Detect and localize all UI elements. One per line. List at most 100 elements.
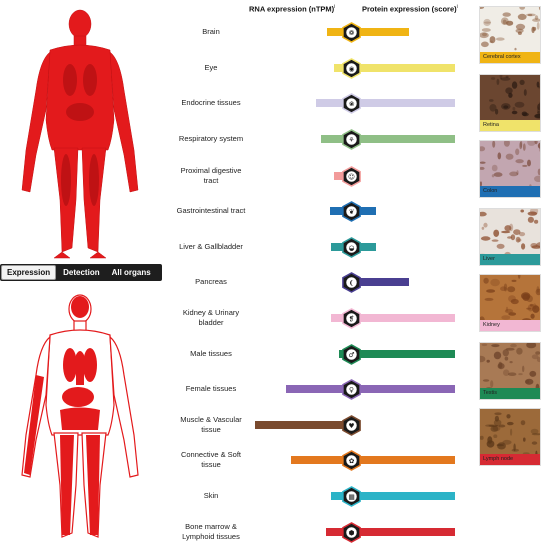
rna-expression-bar[interactable] (316, 99, 351, 107)
protein-expression-bar[interactable] (360, 456, 455, 464)
tissue-row[interactable]: Muscle & Vascular tissue ♥ (0, 410, 470, 440)
tissue-thumbnail[interactable]: Testis (479, 342, 541, 400)
rna-expression-bar[interactable] (255, 421, 351, 429)
tissue-stain-image (480, 141, 540, 189)
tissue-label[interactable]: Pancreas (195, 277, 227, 286)
svg-text:❀: ❀ (349, 100, 355, 108)
thumbnail-label: Testis (480, 388, 540, 399)
svg-text:❁: ❁ (349, 29, 355, 37)
pancreas-icon: ❨ (342, 272, 361, 293)
protein-expression-bar[interactable] (360, 28, 409, 36)
tissue-row[interactable]: Respiratory system⚘ (0, 124, 470, 154)
rna-expression-bar[interactable] (327, 28, 351, 36)
tissue-row[interactable]: Eye ◉ (0, 53, 470, 83)
protein-expression-bar[interactable] (360, 314, 455, 322)
tissue-row[interactable]: Gastrointestinal tract ❦ (0, 196, 470, 226)
svg-text:✿: ✿ (349, 457, 355, 465)
protein-expression-header: Protein expression (score)i (362, 4, 458, 14)
view-tabs: Expression Detection All organs (0, 264, 162, 281)
svg-text:▦: ▦ (348, 493, 354, 501)
tissue-row[interactable]: Female tissues ♀ (0, 374, 470, 404)
male-organ-icon: ♂ (342, 344, 361, 365)
tissue-row[interactable]: Brain ❁ (0, 17, 470, 47)
rna-expression-bar[interactable] (326, 528, 351, 536)
tab-all-organs[interactable]: All organs (111, 268, 151, 277)
svg-text:❡: ❡ (349, 315, 355, 323)
tissue-row[interactable]: Liver & Gallbladder ◒ (0, 232, 470, 262)
tissue-thumbnail[interactable]: Retina (479, 74, 541, 132)
protein-expression-bar[interactable] (360, 278, 409, 286)
tissue-row[interactable]: Skin ▦ (0, 481, 470, 511)
rna-expression-bar[interactable] (291, 456, 351, 464)
rna-expression-bar[interactable] (330, 207, 351, 215)
tissue-stain-image (489, 75, 540, 119)
rna-expression-bar[interactable] (331, 314, 351, 322)
rna-expression-header: RNA expression (nTPM)i (249, 4, 336, 14)
tissue-thumbnail[interactable]: Kidney (479, 274, 541, 332)
tissue-label[interactable]: Proximal digestive tract (180, 166, 242, 185)
svg-text:❦: ❦ (349, 208, 355, 216)
tissue-stain-image (480, 209, 540, 259)
tab-detection[interactable]: Detection (63, 268, 100, 277)
tissue-label[interactable]: Gastrointestinal tract (176, 206, 246, 215)
tissue-row[interactable]: Proximal digestive tract ☺ (0, 161, 470, 191)
tissue-label[interactable]: Eye (204, 63, 218, 72)
tissue-label[interactable]: Liver & Gallbladder (179, 242, 243, 251)
tissue-thumbnail[interactable]: Lymph node (479, 408, 541, 466)
uterus-icon: ♀ (342, 379, 361, 400)
tissue-label[interactable]: Skin (203, 491, 219, 500)
tissue-thumbnail[interactable]: Cerebral cortex (479, 6, 541, 64)
protein-expression-bar[interactable] (360, 243, 376, 251)
tissue-label[interactable]: Male tissues (190, 349, 232, 358)
protein-expression-bar[interactable] (360, 207, 376, 215)
tissue-row[interactable]: Male tissues ♂ (0, 339, 470, 369)
tissue-row[interactable]: Pancreas ❨ (0, 267, 470, 297)
rna-expression-bar[interactable] (331, 492, 351, 500)
protein-expression-bar[interactable] (360, 385, 455, 393)
rna-expression-bar[interactable] (331, 243, 351, 251)
thumbnail-label: Retina (480, 120, 540, 131)
tissue-label[interactable]: Brain (202, 27, 220, 36)
tissue-label[interactable]: Muscle & Vascular tissue (180, 415, 242, 434)
tissue-stain-image (480, 412, 540, 458)
tissue-thumbnail[interactable]: Liver (479, 208, 541, 266)
liver-icon: ◒ (342, 237, 361, 258)
tissue-thumbnail[interactable]: Colon (479, 140, 541, 198)
tissue-row[interactable]: Endocrine tissues ❀ (0, 88, 470, 118)
tissue-row[interactable]: Bone marrow & Lymphoid tissues ⬢ (0, 517, 470, 547)
svg-text:◒: ◒ (349, 244, 355, 252)
tissue-label[interactable]: Endocrine tissues (181, 98, 241, 107)
fat-cell-icon: ✿ (342, 450, 361, 471)
svg-text:⬢: ⬢ (349, 529, 355, 537)
heart-icon: ♥ (342, 415, 361, 436)
tissue-stain-image (480, 275, 540, 324)
thumbnail-label: Colon (480, 186, 540, 197)
protein-expression-bar[interactable] (360, 135, 455, 143)
tissue-label[interactable]: Female tissues (185, 384, 237, 393)
protein-expression-bar[interactable] (360, 64, 455, 72)
protein-info-icon[interactable]: i (456, 4, 458, 10)
tab-expression[interactable]: Expression (1, 265, 57, 280)
thumbnail-label: Kidney (480, 320, 540, 331)
svg-text:❨: ❨ (349, 279, 355, 287)
tissue-label[interactable]: Bone marrow & Lymphoid tissues (182, 522, 240, 541)
tissue-label[interactable]: Kidney & Urinary bladder (182, 308, 240, 327)
protein-expression-bar[interactable] (360, 492, 455, 500)
tissue-row[interactable]: Kidney & Urinary bladder ❡ (0, 303, 470, 333)
thumbnail-label: Lymph node (480, 454, 540, 465)
thumbnail-label: Cerebral cortex (480, 52, 540, 63)
protein-expression-bar[interactable] (360, 99, 455, 107)
svg-text:◉: ◉ (349, 65, 355, 73)
tissue-label[interactable]: Respiratory system (178, 134, 244, 143)
eye-icon: ◉ (342, 58, 361, 79)
body-figure-rna (21, 294, 139, 538)
protein-expression-bar[interactable] (360, 350, 455, 358)
tissue-label[interactable]: Connective & Soft tissue (180, 450, 242, 469)
tissue-row[interactable]: Connective & Soft tissue ✿ (0, 445, 470, 475)
rna-expression-bar[interactable] (286, 385, 351, 393)
rna-info-icon[interactable]: i (334, 4, 336, 10)
svg-text:☺: ☺ (348, 173, 355, 181)
protein-expression-bar[interactable] (360, 528, 455, 536)
kidney-icon: ❡ (342, 308, 361, 329)
rna-expression-bar[interactable] (321, 135, 351, 143)
